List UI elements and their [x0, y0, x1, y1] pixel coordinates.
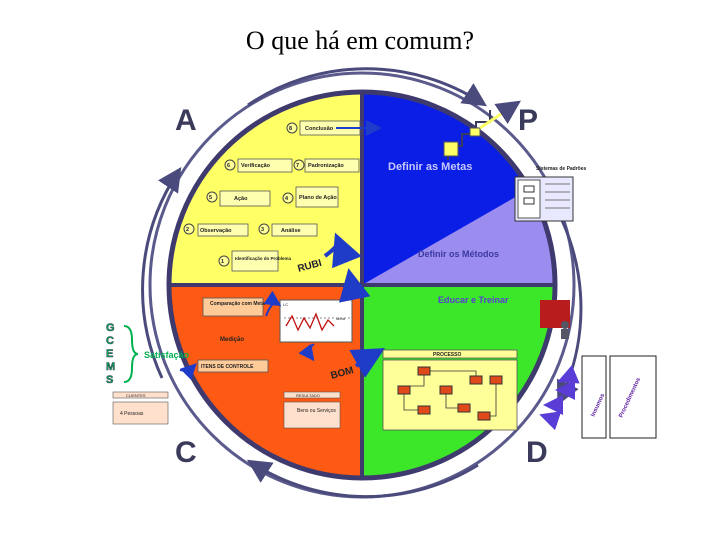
gcems-c: C	[106, 335, 114, 347]
result-label: RESULTADO	[296, 393, 320, 398]
goods-label: Bens ou Serviços	[297, 408, 336, 414]
gcems-g: G	[106, 322, 115, 334]
quadrant-letter-d: D	[526, 436, 548, 469]
step-3-label: Análise	[281, 228, 301, 234]
client-box: CLIENTES 4 Pessoas	[113, 392, 168, 424]
train-label: Educar e Treinar	[438, 295, 509, 305]
step-7-label: Padronização	[308, 163, 344, 169]
step-8-num: 8	[289, 126, 292, 132]
step-1-label: Identificação do Problema	[235, 256, 292, 261]
step-2-label: Observação	[200, 228, 232, 234]
step-2-num: 2	[186, 227, 189, 233]
step-5-label: Ação	[234, 196, 248, 202]
gcems-e: E	[106, 348, 113, 360]
compare-label: Comparação com Meta	[210, 301, 265, 307]
quadrant-letter-c: C	[175, 436, 197, 469]
client-label: CLIENTES	[126, 393, 146, 398]
step-7-num: 7	[296, 163, 299, 169]
process-box: PROCESSO	[383, 350, 517, 430]
persons-label: 4 Pessoas	[120, 411, 144, 417]
control-chart: LC Meta	[280, 300, 352, 342]
measure-label: Medição	[220, 337, 244, 343]
gcems-s: S	[106, 374, 113, 386]
result-box: RESULTADO Bens ou Serviços	[284, 392, 340, 428]
step-5-num: 5	[209, 195, 212, 201]
gcems-m: M	[106, 361, 115, 373]
step-4-label: Plano de Ação	[299, 195, 337, 201]
satisfaction-label: Satisfação	[144, 350, 190, 360]
gcems-brace	[124, 326, 138, 382]
process-label: PROCESSO	[433, 352, 461, 358]
step-1-num: 1	[221, 259, 224, 265]
plan-methods-label: Definir os Métodos	[418, 249, 499, 259]
standards-document-icon	[515, 177, 573, 221]
control-items-box: ITENS DE CONTROLE	[198, 360, 268, 372]
control-chart-lc: LC	[283, 302, 288, 307]
quadrant-letter-a: A	[175, 104, 197, 137]
standards-label: Sistemas de Padrões	[536, 166, 587, 172]
step-6-num: 6	[227, 163, 230, 169]
step-3-num: 3	[261, 227, 264, 233]
control-items-label: ITENS DE CONTROLE	[201, 364, 254, 370]
step-8-label: Conclusão	[305, 126, 334, 132]
compare-box: Comparação com Meta	[203, 298, 265, 316]
quadrant-letter-p: P	[518, 104, 538, 137]
plan-goal-label: Definir as Metas	[388, 161, 472, 173]
step-6-label: Verificação	[241, 163, 271, 169]
gcems-letters: G C E M S	[106, 322, 115, 386]
